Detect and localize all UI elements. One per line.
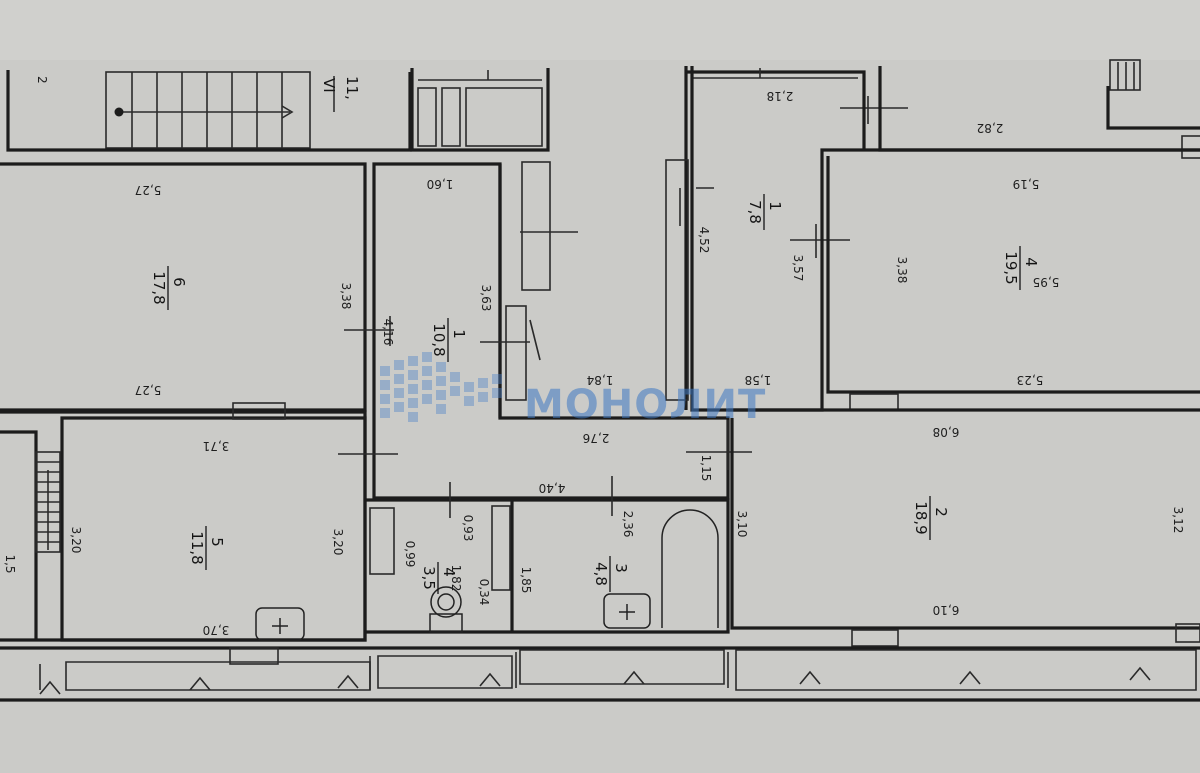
dim-3-20-left: 3,20 [69,527,83,554]
bathtub-icon [661,509,719,628]
dim-3-57: 3,57 [791,255,805,282]
dim-5-27-top: 5,27 [135,183,162,197]
room-label-4-small: 4 3,5 [420,562,458,594]
dim-2-76: 2,76 [583,431,610,445]
watermark-text: МОНОЛИТ [524,382,766,428]
window-room2-edge [1175,623,1200,643]
bottom-facade [0,646,1200,702]
room-2-walls [730,418,1200,630]
dim-6-08: 6,08 [933,425,960,439]
bath-shaft [491,505,511,591]
dim-3-38-left: 3,38 [339,283,353,310]
toilet-icon [429,586,463,633]
dim-3-38-right: 3,38 [895,257,909,284]
svg-text:1: 1 [766,201,784,211]
dim-3-10: 3,10 [735,511,749,538]
right-column [665,159,689,401]
dim-1-15: 1,15 [699,455,713,482]
svg-text:4: 4 [440,567,458,577]
dim-4-40: 4,40 [539,481,566,495]
dim-1-60: 1,60 [427,177,454,191]
dim-2-82: 2,82 [977,121,1004,135]
svg-text:4: 4 [1022,257,1040,267]
room-4-right-walls [826,156,1200,394]
paper-light-band [0,0,1200,60]
window-room2 [851,629,899,647]
sink-icon-bath [603,593,651,629]
dim-4-52: 4,52 [697,227,711,254]
svg-text:4,8: 4,8 [592,562,610,586]
room-label-6: 6 17,8 [150,266,188,310]
svg-text:1: 1 [450,329,468,339]
dim-2-36: 2,36 [621,511,635,538]
top-stair-block [105,71,311,149]
dim-edge: 1,5 [3,554,17,573]
dim-0-99: 0,99 [403,541,417,568]
dim-1-58: 1,58 [745,373,772,387]
room-5-walls [60,416,367,642]
dim-2-18: 2,18 [767,89,794,103]
svg-text:11,8: 11,8 [188,531,206,564]
room-label-2: 2 18,9 [912,496,950,540]
dim-5-19: 5,19 [1013,177,1040,191]
svg-text:2: 2 [932,507,950,517]
room-label-4-right: 4 19,5 [1002,246,1040,290]
window-room5 [232,402,286,420]
svg-text:5: 5 [208,537,226,547]
bath-block-walls [365,498,730,634]
top-middle-window-block [410,68,550,152]
watermark-logo-icon [380,352,502,422]
door-marks [338,96,908,518]
sink-icon-room5 [255,607,305,641]
svg-text:3,5: 3,5 [420,566,438,590]
svg-text:10,8: 10,8 [430,323,448,356]
corridor-niche [498,161,551,418]
svg-text:17,8: 17,8 [150,271,168,304]
dim-5-23: 5,23 [1017,373,1044,387]
left-edge-stair [0,430,61,640]
dim-0-34: 0,34 [477,579,491,606]
dim-5-27-bottom: 5,27 [135,383,162,397]
dim-3-71: 3,71 [203,439,230,453]
mark-vi: VI [320,78,338,93]
dim-6-10: 6,10 [933,603,960,617]
room-label-1-right: 1 7,8 [746,194,784,230]
dim-1-82: 1,82 [449,565,463,592]
mark-2: 2 [35,76,49,84]
room-6-walls [0,162,367,412]
dim-3-63: 3,63 [479,285,493,312]
dim-3-12: 3,12 [1171,507,1185,534]
dim-1-85: 1,85 [519,567,533,594]
svg-text:19,5: 19,5 [1002,251,1020,284]
dim-4-16: 4,16 [381,319,395,346]
svg-text:3: 3 [612,563,630,573]
dim-3-70: 3,70 [203,623,230,637]
dim-3-20-right: 3,20 [331,529,345,556]
dim-0-93: 0,93 [461,515,475,542]
room-label-1-left: 1 10,8 [430,318,468,362]
bath-cabinet [369,507,395,575]
svg-text:6: 6 [170,277,188,287]
dim-1-84: 1,84 [587,373,614,387]
top-left-wall [6,70,412,152]
mark-11: 11, [343,76,361,100]
dim-5-95: 5,95 [1033,275,1060,289]
svg-text:18,9: 18,9 [912,501,930,534]
room-label-5: 5 11,8 [188,526,226,570]
room-label-3: 3 4,8 [592,556,630,592]
svg-text:7,8: 7,8 [746,200,764,224]
